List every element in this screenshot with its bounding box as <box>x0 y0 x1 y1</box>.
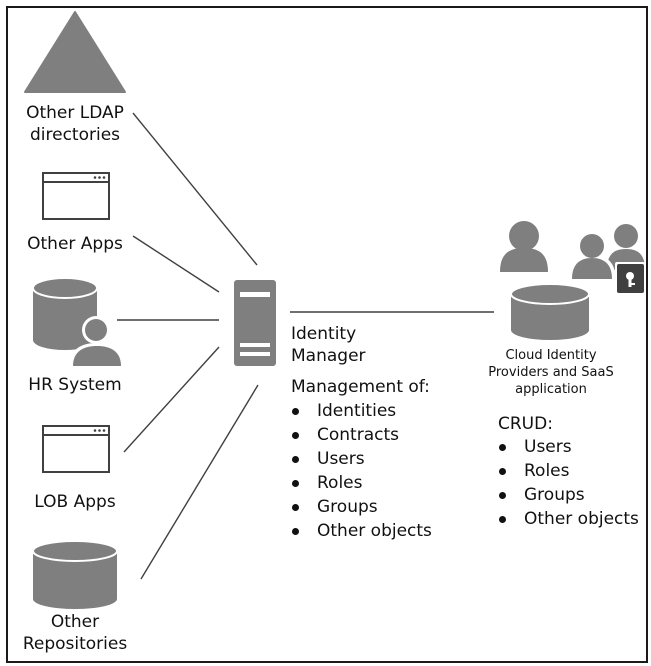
app-window-icon <box>42 172 110 220</box>
list-item: Roles <box>494 459 639 483</box>
cloud-title: Cloud Identity Providers and SaaS applic… <box>482 347 620 398</box>
connector-other-repositories <box>140 384 259 580</box>
triangle-icon <box>24 11 126 93</box>
diagram-frame <box>6 6 648 663</box>
label-line: directories <box>29 125 121 145</box>
app-window-icon <box>42 425 110 473</box>
list-item: Other objects <box>494 507 639 531</box>
list-item: Users <box>494 435 639 459</box>
label-line: HR System <box>28 375 122 395</box>
label-line: Other <box>50 612 100 632</box>
connector-other-apps <box>132 235 220 293</box>
title-line: Cloud Identity <box>505 348 597 363</box>
hr-system-label: HR System <box>17 374 133 396</box>
title-line: application <box>515 382 587 397</box>
database-icon <box>32 540 118 609</box>
crud-list: Users Roles Groups Other objects <box>494 435 639 531</box>
label-line: Other LDAP <box>26 103 124 123</box>
server-icon <box>234 280 276 366</box>
list-item: Other objects <box>287 519 432 543</box>
lob-apps-label: LOB Apps <box>17 491 133 513</box>
other-apps-label: Other Apps <box>17 233 133 255</box>
list-item: Groups <box>287 495 432 519</box>
connectors <box>117 112 494 580</box>
other-repositories-label: Other Repositories <box>17 611 133 655</box>
title-line: Manager <box>291 346 366 366</box>
crud-heading: CRUD: <box>498 414 553 434</box>
identity-manager-title: Identity Manager <box>291 323 366 367</box>
list-item: Users <box>287 447 432 471</box>
list-item: Identities <box>287 399 432 423</box>
list-item: Contracts <box>287 423 432 447</box>
label-line: Other Apps <box>27 234 123 254</box>
user-icon <box>500 221 548 272</box>
database-user-icon <box>32 277 124 369</box>
management-heading: Management of: <box>291 377 430 397</box>
connector-lob-apps <box>123 346 220 453</box>
label-line: Repositories <box>22 634 128 654</box>
connector-ldap <box>132 112 258 266</box>
list-item: Groups <box>494 483 639 507</box>
users-lock-icon <box>569 224 646 295</box>
list-item: Roles <box>287 471 432 495</box>
database-icon <box>510 283 590 340</box>
ldap-label: Other LDAP directories <box>17 102 133 146</box>
management-list: Identities Contracts Users Roles Groups … <box>287 399 432 543</box>
title-line: Identity <box>291 324 357 344</box>
title-line: Providers and SaaS <box>488 365 614 380</box>
label-line: LOB Apps <box>34 492 116 512</box>
